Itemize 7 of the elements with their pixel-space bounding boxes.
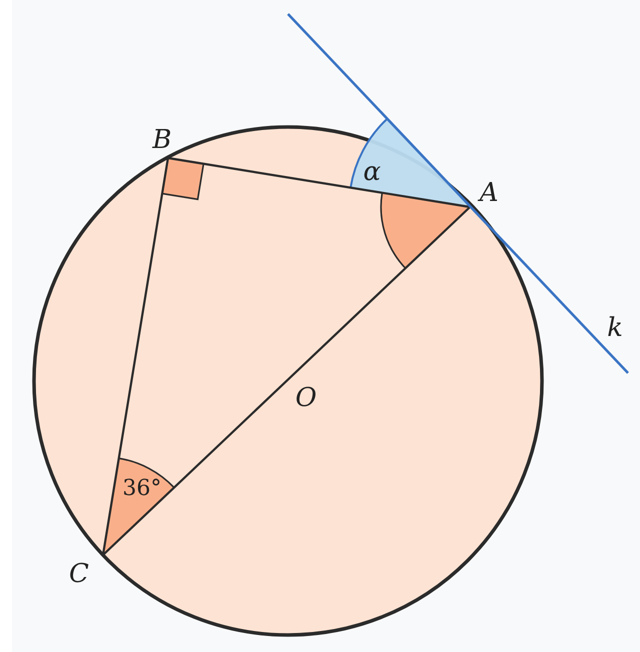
point-label: O bbox=[295, 383, 317, 413]
point-label: A bbox=[480, 178, 498, 208]
point-label: B bbox=[152, 125, 172, 155]
angle-label: α bbox=[363, 157, 381, 187]
line-label: k bbox=[607, 313, 623, 343]
angle-label: 36° bbox=[122, 475, 162, 503]
point-label: C bbox=[69, 559, 89, 589]
